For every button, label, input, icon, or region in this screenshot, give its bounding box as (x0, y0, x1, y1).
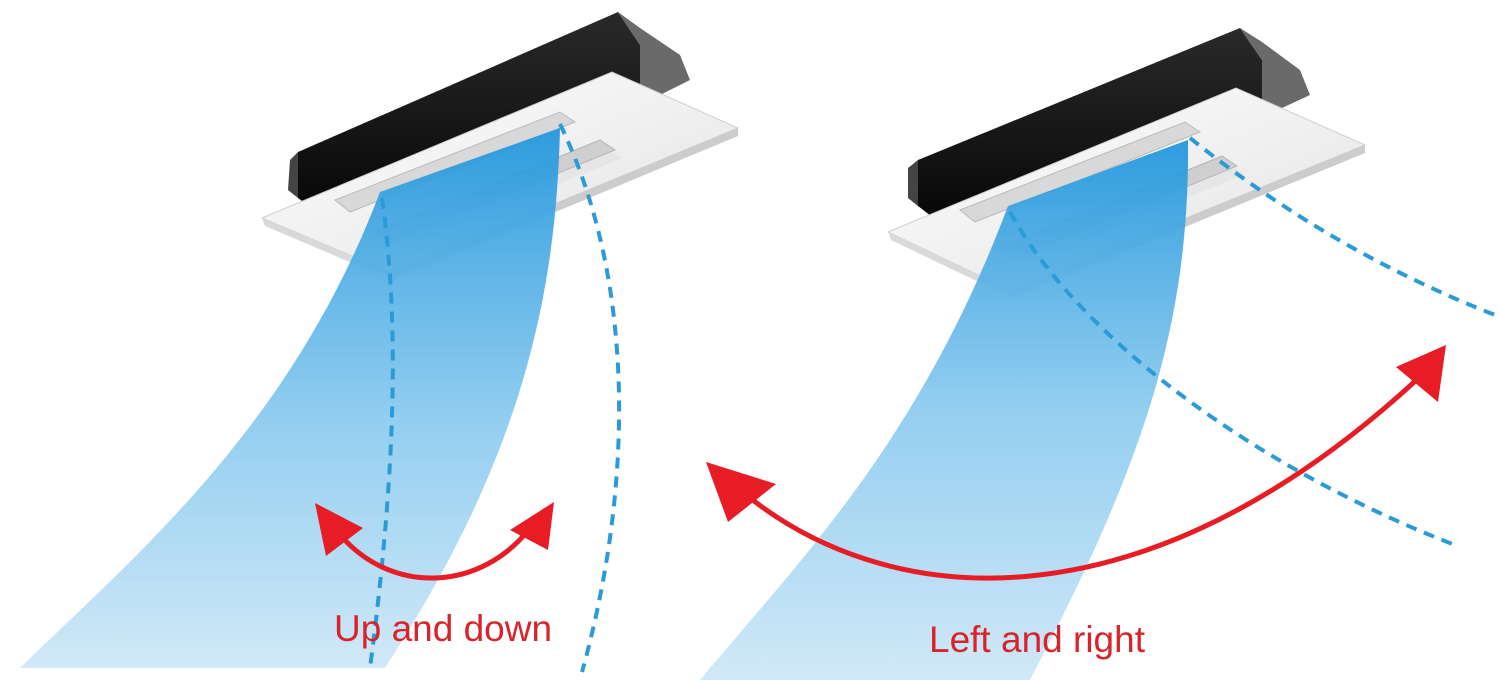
dashed-swing-limit-outline (1008, 211, 1456, 547)
panel-vertical-swing (20, 12, 740, 673)
swing-arrow-double-headed-icon (706, 345, 1446, 581)
airflow-beam-icon (20, 128, 560, 668)
caption-left-and-right: Left and right (929, 619, 1145, 660)
swing-arrow-double-headed-icon (315, 502, 554, 581)
dashed-swing-limit-outline (368, 197, 395, 669)
dashed-swing-limit-outline (558, 123, 622, 673)
caption-up-and-down: Up and down (334, 608, 553, 649)
dashed-swing-limit-outline (1188, 136, 1496, 317)
panel-horizontal-swing (700, 28, 1496, 680)
airflow-beam-icon (700, 140, 1189, 680)
